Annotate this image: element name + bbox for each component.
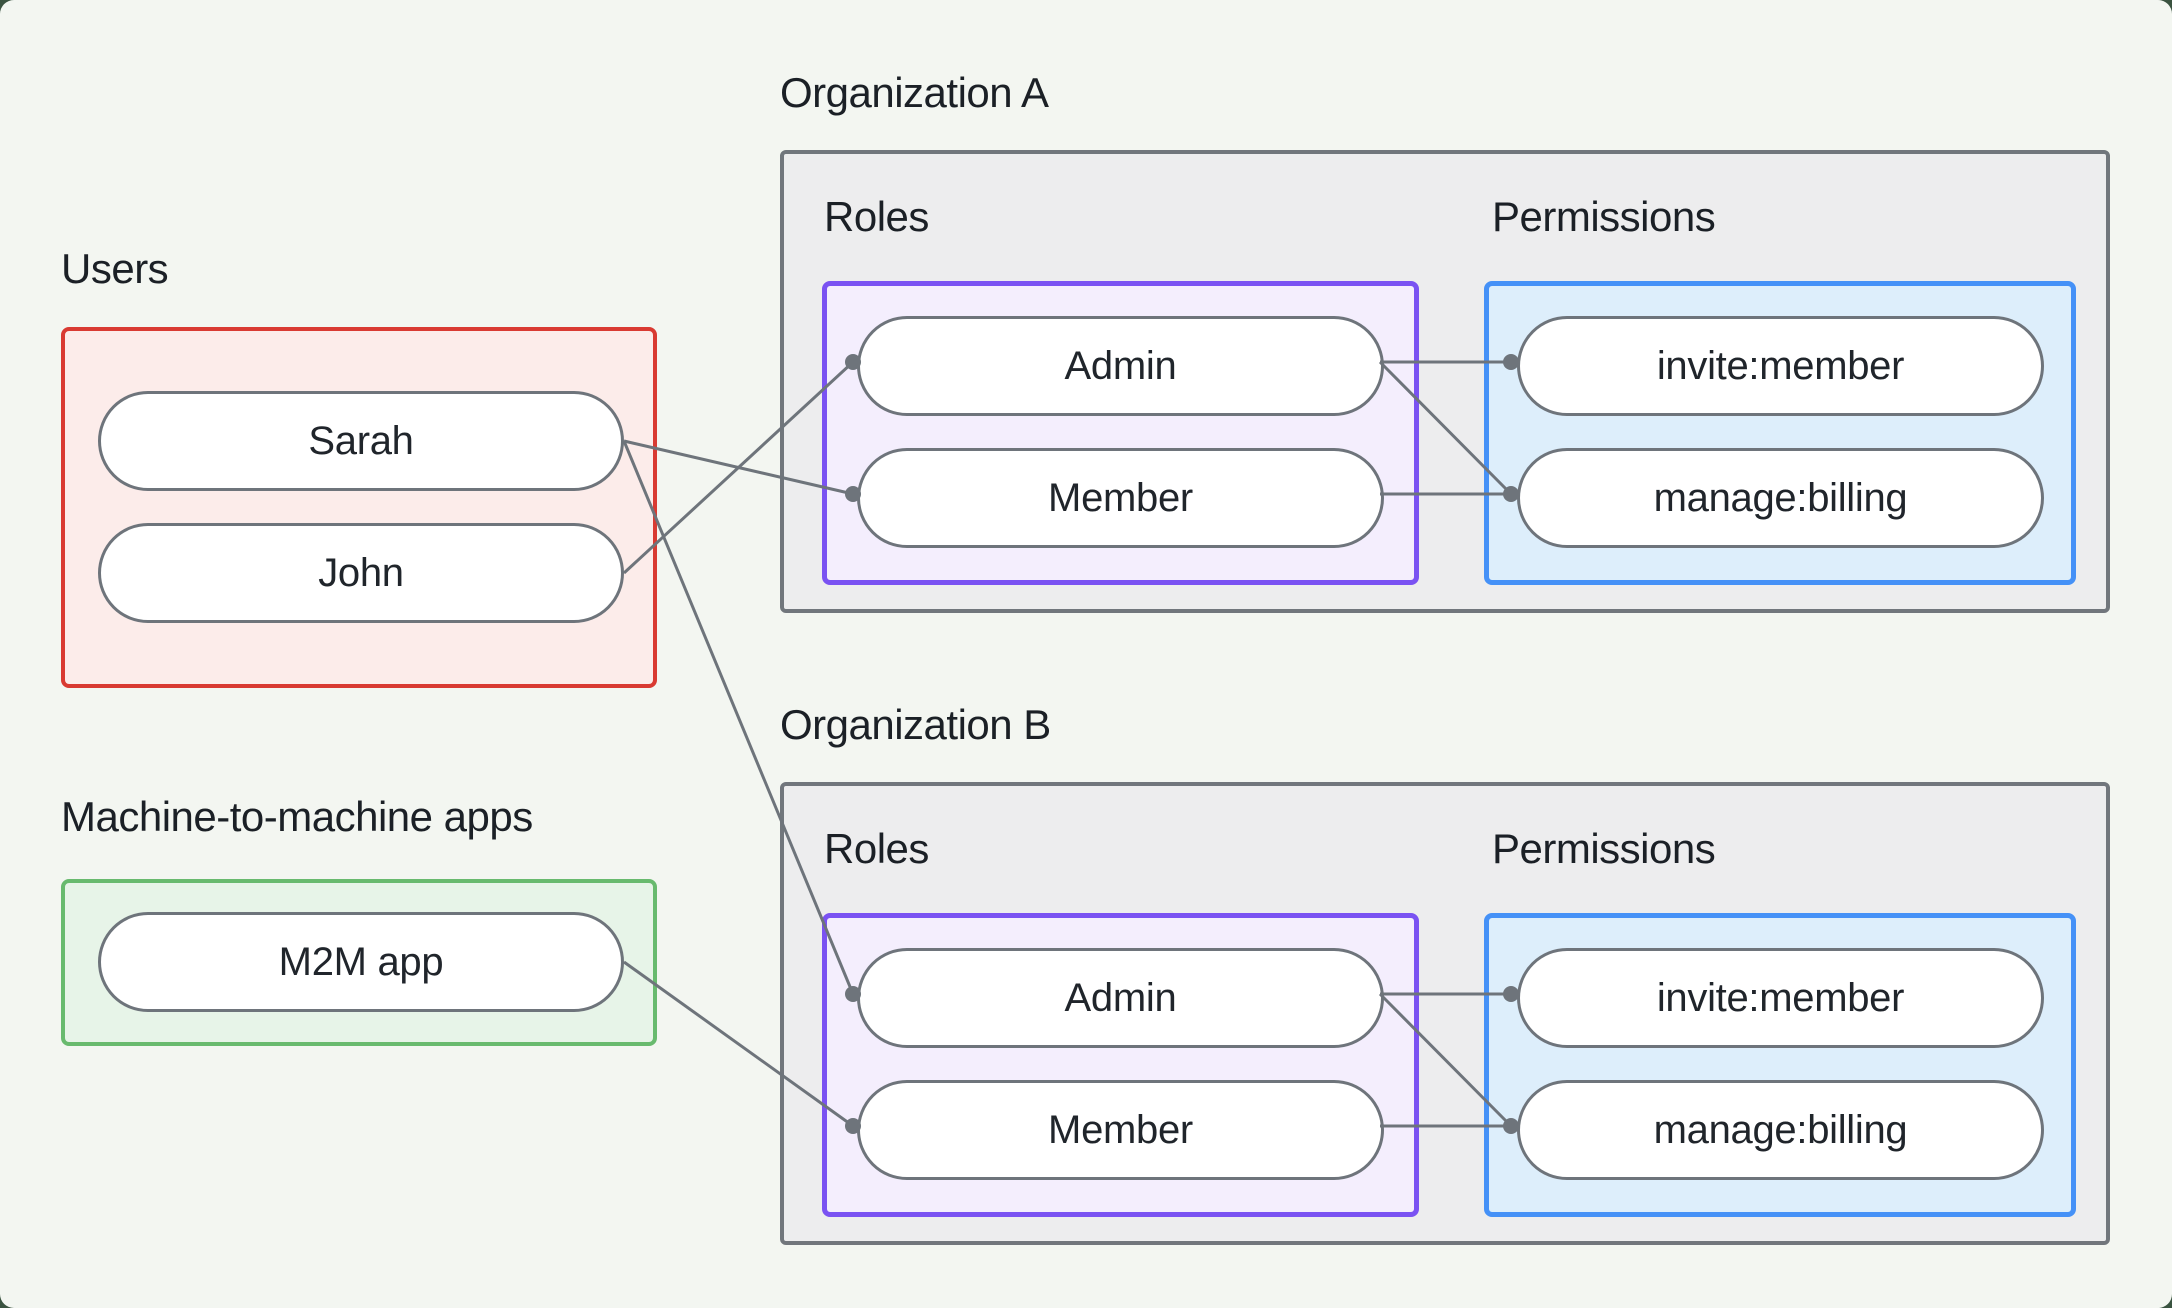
org-b-role-pill-member: Member bbox=[857, 1080, 1384, 1180]
user-pill-john: John bbox=[98, 523, 624, 623]
org-b-role-pill-admin: Admin bbox=[857, 948, 1384, 1048]
m2m-app-pill: M2M app bbox=[98, 912, 624, 1012]
org-b-roles-label: Roles bbox=[824, 825, 929, 872]
org-a-permission-pill-manage-billing: manage:billing bbox=[1517, 448, 2044, 548]
org-a-title: Organization A bbox=[780, 69, 1049, 116]
m2m-section-label: Machine-to-machine apps bbox=[61, 793, 533, 840]
org-a-permissions-label: Permissions bbox=[1492, 193, 1716, 240]
org-b-permission-pill-manage-billing: manage:billing bbox=[1517, 1080, 2044, 1180]
org-a-role-pill-admin: Admin bbox=[857, 316, 1384, 416]
org-b-title: Organization B bbox=[780, 701, 1051, 748]
org-b-permission-pill-invite-member: invite:member bbox=[1517, 948, 2044, 1048]
users-section-label: Users bbox=[61, 245, 169, 292]
org-b-permissions-label: Permissions bbox=[1492, 825, 1716, 872]
org-b-box: Roles Permissions Admin Member invite:me… bbox=[780, 782, 2110, 1245]
user-pill-sarah: Sarah bbox=[98, 391, 624, 491]
users-group-box bbox=[61, 327, 657, 688]
org-a-roles-label: Roles bbox=[824, 193, 929, 240]
org-a-box: Roles Permissions Admin Member invite:me… bbox=[780, 150, 2110, 613]
org-a-permission-pill-invite-member: invite:member bbox=[1517, 316, 2044, 416]
org-a-role-pill-member: Member bbox=[857, 448, 1384, 548]
